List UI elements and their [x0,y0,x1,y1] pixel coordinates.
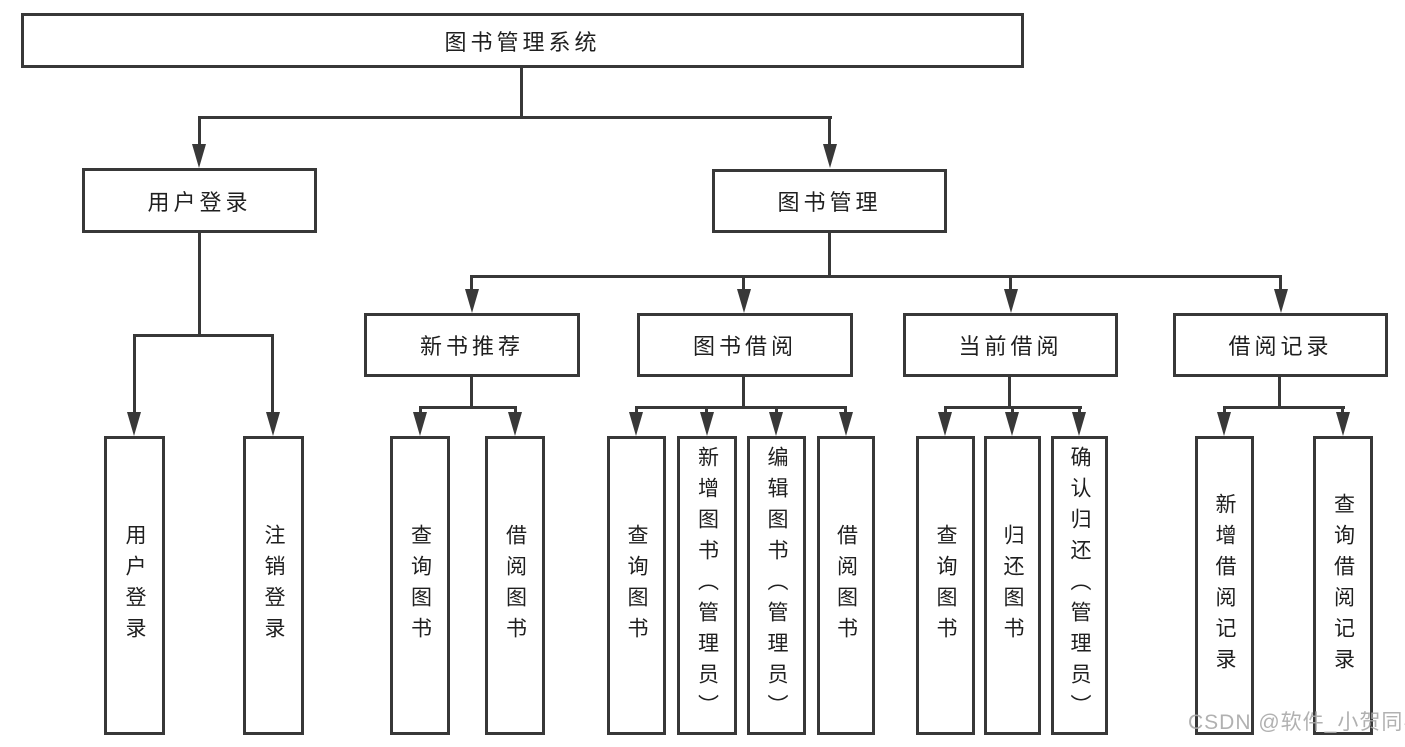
node-label: 查询借阅记录 [1331,492,1355,679]
connector-vline [635,406,638,416]
connector-vline [1011,406,1014,416]
arrowhead-down-icon [1336,412,1350,436]
arrowhead-down-icon [769,412,783,436]
connector-hline [635,406,847,409]
node-label: 图书管理系统 [444,29,601,55]
node-book-management: 图书管理 [712,169,947,233]
node-label: 借阅记录 [1228,334,1333,359]
leaf-user-login: 用户登录 [104,436,165,735]
arrowhead-down-icon [839,412,853,436]
arrowhead-down-icon [1005,412,1019,436]
connector-hline [419,406,517,409]
node-borrowing-records: 借阅记录 [1173,313,1388,377]
node-label: 确认归还（管理员） [1068,446,1091,725]
node-label: 查询图书 [934,523,957,648]
connector-vline [470,275,473,292]
connector-vline [844,406,847,416]
arrowhead-down-icon [127,412,141,436]
leaf-query-borrow-record: 查询借阅记录 [1313,436,1373,735]
node-label: 用户登录 [123,523,146,648]
leaf-logout: 注销登录 [243,436,304,735]
connector-vline [742,275,745,292]
leaf-query-books: 查询图书 [916,436,975,735]
connector-vline [775,406,778,416]
node-label: 图书管理 [777,190,882,215]
node-user-login: 用户登录 [82,168,317,233]
connector-vline [1278,377,1281,409]
connector-vline [1009,275,1012,292]
connector-vline [470,377,473,409]
node-label: 借阅图书 [503,523,527,648]
node-label: 归还图书 [1001,523,1024,648]
node-label: 借阅图书 [834,523,858,648]
node-label: 新增图书（管理员） [695,446,719,725]
connector-vline [198,233,201,337]
connector-vline [133,334,136,416]
connector-hline [133,334,274,337]
arrowhead-down-icon [629,412,643,436]
leaf-query-books: 查询图书 [607,436,666,735]
connector-vline [705,406,708,416]
node-label: 用户登录 [147,189,252,215]
node-label: 当前借阅 [958,334,1063,359]
arrowhead-down-icon [192,144,206,168]
arrowhead-down-icon [1217,412,1231,436]
arrowhead-down-icon [1274,289,1288,313]
connector-hline [471,275,1282,278]
node-label: 新书推荐 [419,334,524,359]
connector-vline [1279,275,1282,292]
node-library-management-system: 图书管理系统 [21,13,1024,68]
connector-hline [198,116,832,119]
connector-vline [514,406,517,416]
connector-vline [271,334,274,416]
node-new-book-recommendation: 新书推荐 [364,313,580,377]
connector-vline [944,406,947,416]
connector-vline [1341,406,1344,416]
connector-vline [1008,377,1011,409]
node-label: 新增借阅记录 [1213,492,1236,679]
connector-vline [198,116,201,148]
leaf-borrow-books: 借阅图书 [817,436,875,735]
arrowhead-down-icon [1072,412,1086,436]
leaf-add-borrow-record: 新增借阅记录 [1195,436,1254,735]
arrowhead-down-icon [508,412,522,436]
connector-vline [1078,406,1081,416]
arrowhead-down-icon [1004,289,1018,313]
leaf-edit-books-admin: 编辑图书（管理员） [747,436,806,735]
connector-vline [828,232,831,278]
arrowhead-down-icon [413,412,427,436]
connector-vline [419,406,422,416]
leaf-add-books-admin: 新增图书（管理员） [677,436,737,735]
node-current-borrowing: 当前借阅 [903,313,1118,377]
connector-hline [1223,406,1345,409]
arrowhead-down-icon [938,412,952,436]
node-book-borrowing: 图书借阅 [637,313,853,377]
arrowhead-down-icon [465,289,479,313]
arrowhead-down-icon [823,144,837,168]
node-label: 注销登录 [262,523,285,648]
arrowhead-down-icon [700,412,714,436]
arrowhead-down-icon [266,412,280,436]
leaf-confirm-return-admin: 确认归还（管理员） [1051,436,1108,735]
connector-vline [520,68,523,118]
node-label: 编辑图书（管理员） [765,446,788,725]
node-label: 查询图书 [408,523,432,648]
connector-vline [742,377,745,409]
connector-vline [1223,406,1226,416]
node-label: 图书借阅 [692,334,797,359]
leaf-query-books: 查询图书 [390,436,450,735]
node-label: 查询图书 [625,523,648,648]
connector-vline [828,116,831,148]
arrowhead-down-icon [737,289,751,313]
leaf-return-books: 归还图书 [984,436,1041,735]
csdn-watermark: CSDN @软件_小贺同学 [1188,711,1405,734]
leaf-borrow-books: 借阅图书 [485,436,545,735]
